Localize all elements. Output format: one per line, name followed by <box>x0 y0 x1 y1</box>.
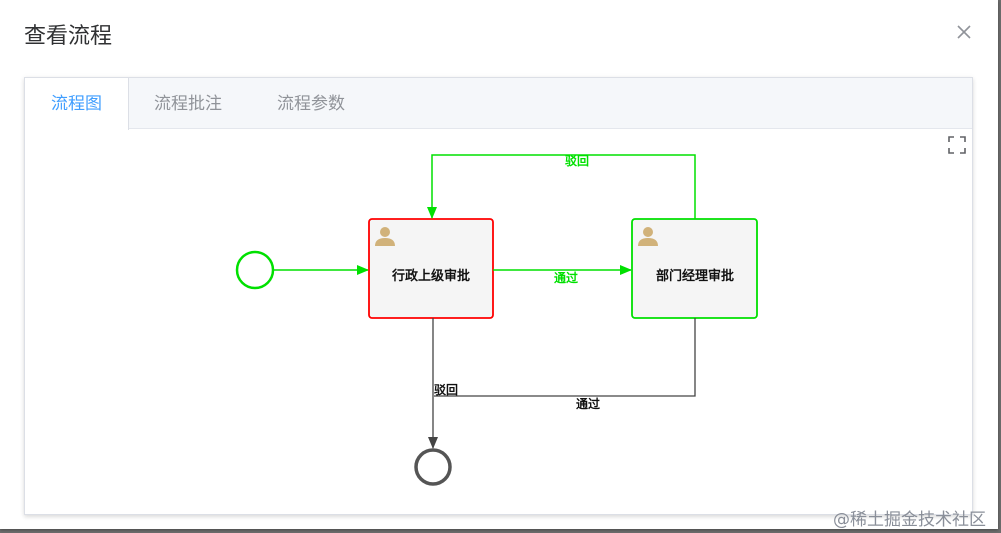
end-event-icon[interactable] <box>414 448 452 486</box>
tab-flow-params[interactable]: 流程参数 <box>277 94 345 114</box>
tabs-card: 流程图 流程批注 流程参数 <box>24 77 973 515</box>
dialog-title: 查看流程 <box>24 24 113 49</box>
user-icon <box>638 227 658 246</box>
tab-flow-comments[interactable]: 流程批注 <box>154 94 222 114</box>
close-button[interactable] <box>954 22 974 42</box>
task-label: 部门经理审批 <box>656 268 734 284</box>
fullscreen-icon <box>948 136 966 154</box>
user-icon <box>375 227 395 246</box>
task-label: 行政上级审批 <box>391 268 470 284</box>
tab-flow-diagram[interactable]: 流程图 <box>25 78 129 130</box>
task-manager-approval[interactable]: 部门经理审批 <box>631 218 758 319</box>
start-event-icon[interactable] <box>235 250 275 290</box>
task-box <box>368 218 494 319</box>
task-admin-approval[interactable]: 行政上级审批 <box>368 218 494 319</box>
close-icon <box>957 25 971 39</box>
watermark: @稀土掘金技术社区 <box>833 510 986 530</box>
tab-header: 流程图 流程批注 流程参数 <box>25 78 972 130</box>
fullscreen-button[interactable] <box>947 135 967 155</box>
